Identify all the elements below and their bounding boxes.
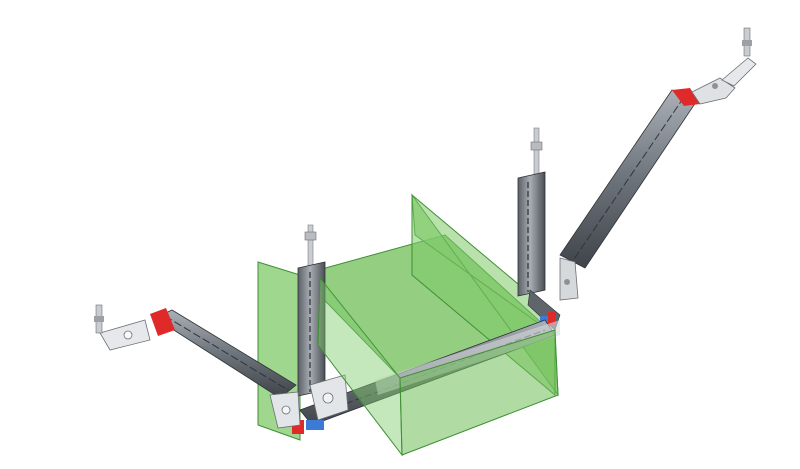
red-endcap-rear [548,312,556,326]
red-endcap-brace-left [150,308,175,336]
tray-front-wall-right [399,329,559,456]
red-endcap-brace-right [672,88,700,106]
diagonal-brace-left [94,304,301,429]
rear-upright-channel [517,127,561,331]
front-upright-channel [297,224,326,397]
diagonal-brace-right [559,27,757,301]
threaded-rod-rear [533,127,540,179]
hinge-bracket-top-right [691,77,736,105]
blue-bracket-front [306,420,324,430]
blue-bracket-rear [540,316,554,326]
